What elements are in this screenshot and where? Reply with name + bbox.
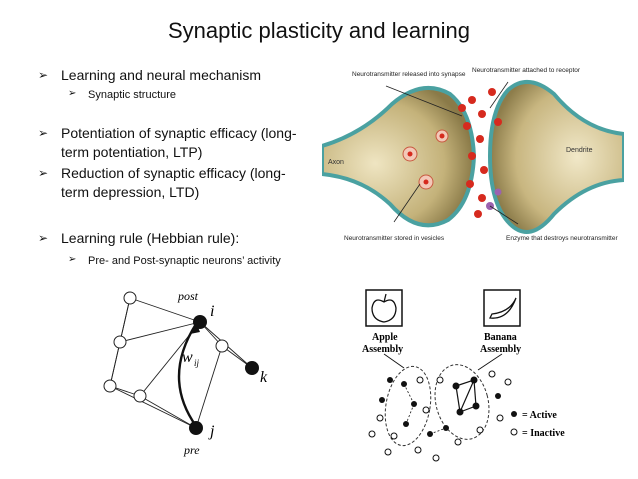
inactive-neurons xyxy=(368,370,512,462)
bullet-arrow-icon: ➢ xyxy=(38,68,49,82)
label-enzyme: Enzyme that destroys neurotransmitter xyxy=(506,235,618,242)
banana-label-1: Banana xyxy=(484,332,517,343)
bullet-ltp: Potentiation of synaptic efficacy (long-… xyxy=(61,125,297,160)
label-w: w xyxy=(182,349,193,366)
label-nt-attached: Neurotransmitter attached to receptor xyxy=(472,67,581,74)
active-neurons xyxy=(379,376,501,437)
bullet-arrow-icon: ➢ xyxy=(38,231,49,245)
label-nt-stored: Neurotransmitter stored in vesicles xyxy=(344,235,445,242)
bullet-ltd: Reduction of synaptic efficacy (long-ter… xyxy=(61,165,286,200)
label-axon: Axon xyxy=(328,159,344,166)
legend-inactive-marker xyxy=(510,428,518,436)
bullet-arrow-icon: ➢ xyxy=(38,166,49,180)
bullet-arrow-icon: ➢ xyxy=(68,254,77,265)
apple-icon xyxy=(371,293,397,323)
label-ij: ij xyxy=(194,358,200,368)
label-dendrite: Dendrite xyxy=(566,147,593,154)
synapse-illustration: Neurotransmitter released into synapse N… xyxy=(322,67,624,242)
banana-icon xyxy=(489,297,517,319)
cell-assembly-diagram: Apple Assembly Banana Assembly = Active … xyxy=(362,289,565,462)
apple-label-2: Assembly xyxy=(362,344,403,355)
legend-active-marker xyxy=(511,411,517,417)
apple-label-1: Apple xyxy=(372,332,398,343)
axon-terminal xyxy=(322,86,477,228)
label-pre: pre xyxy=(183,443,200,457)
active-nodes xyxy=(189,315,259,435)
label-i: i xyxy=(210,303,214,320)
inactive-nodes xyxy=(103,291,229,403)
bullet-hebbian-rule: Learning rule (Hebbian rule): xyxy=(61,230,240,246)
bullet-arrow-icon: ➢ xyxy=(38,126,49,140)
banana-label-2: Assembly xyxy=(480,344,521,355)
bullet-learning-mechanism: Learning and neural mechanism xyxy=(61,67,262,83)
slide-title: Synaptic plasticity and learning xyxy=(167,18,471,43)
label-j: j xyxy=(208,423,215,440)
label-nt-released-line1: Neurotransmitter released into synapse xyxy=(352,71,466,78)
label-post: post xyxy=(177,289,199,303)
bullet-arrow-icon: ➢ xyxy=(68,88,77,99)
banana-assembly-outline xyxy=(434,364,490,440)
enzyme-molecules xyxy=(486,188,502,210)
label-k: k xyxy=(260,369,268,386)
legend-inactive: = Inactive xyxy=(522,428,565,439)
neurotransmitter-molecules xyxy=(407,88,502,218)
bullet-synaptic-structure: Synaptic structure xyxy=(88,89,177,101)
bullet-pre-post-activity: Pre- and Post-synaptic neurons’ activity xyxy=(88,255,281,267)
legend-active: = Active xyxy=(522,410,557,421)
banana-box xyxy=(483,289,521,327)
synapse-wij-edge xyxy=(177,323,198,427)
dendrite-spine xyxy=(487,80,624,234)
hebbian-network-diagram: post i w ij k j pre xyxy=(103,289,268,457)
